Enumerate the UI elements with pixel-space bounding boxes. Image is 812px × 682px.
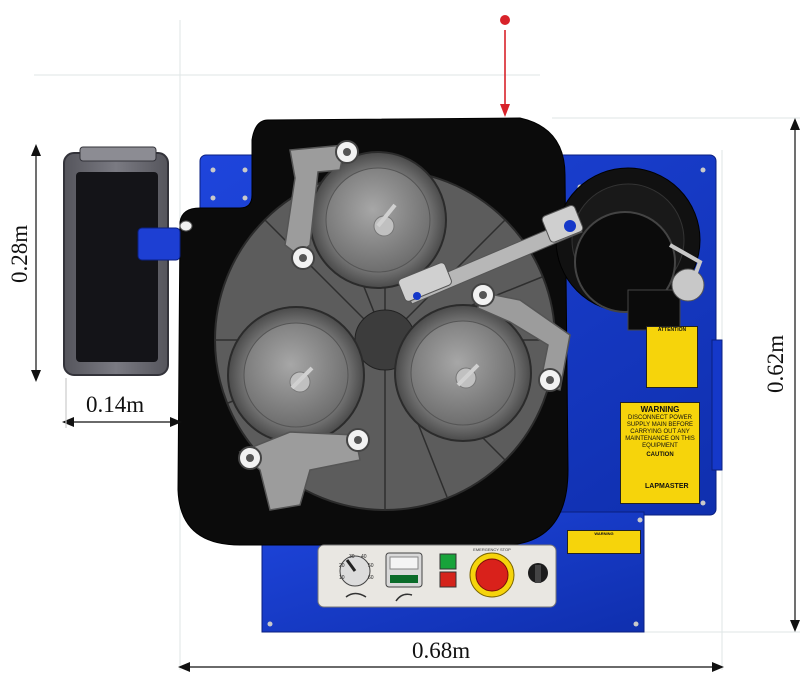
slurry-tray xyxy=(63,146,193,376)
attention-label: ATTENTION xyxy=(646,326,698,388)
drive-motor xyxy=(555,167,705,331)
dimension-height-left: 0.28m xyxy=(7,224,32,283)
feed-arm xyxy=(398,204,584,305)
control-warning-label: WARNING xyxy=(567,530,641,554)
dial-tick-10: 10 xyxy=(339,575,345,581)
control-warning-title: WARNING xyxy=(594,531,614,536)
dial-scale: 10 20 30 40 50 60 xyxy=(337,553,375,591)
conditioning-ring-top xyxy=(309,151,447,289)
warning-title: WARNING xyxy=(640,405,680,414)
dimension-width-bottom: 0.68m xyxy=(412,638,471,663)
dial-tick-50: 50 xyxy=(368,563,374,569)
dimension-lines xyxy=(31,118,800,672)
conditioning-ring-right xyxy=(394,304,532,442)
conditioning-ring-left xyxy=(227,306,365,444)
dial-tick-60: 60 xyxy=(368,575,374,581)
dimension-height-right: 0.62m xyxy=(763,334,788,393)
dial-tick-30: 30 xyxy=(349,554,355,560)
emergency-stop-label: EMERGENCY STOP xyxy=(473,547,511,552)
control-panel xyxy=(317,544,557,608)
dial-tick-40: 40 xyxy=(361,554,367,560)
dial-tick-20: 20 xyxy=(339,563,345,569)
attention-title: ATTENTION xyxy=(657,327,687,333)
warning-label: WARNING DISCONNECT POWER SUPPLY MAIN BEF… xyxy=(620,402,700,504)
caution-title: CAUTION xyxy=(646,452,674,458)
red-indicator-arrow xyxy=(500,15,510,117)
dimension-width-left: 0.14m xyxy=(86,392,145,417)
warning-body: DISCONNECT POWER SUPPLY MAIN BEFORE CARR… xyxy=(625,415,695,449)
brand-name: LAPMASTER xyxy=(645,483,689,490)
